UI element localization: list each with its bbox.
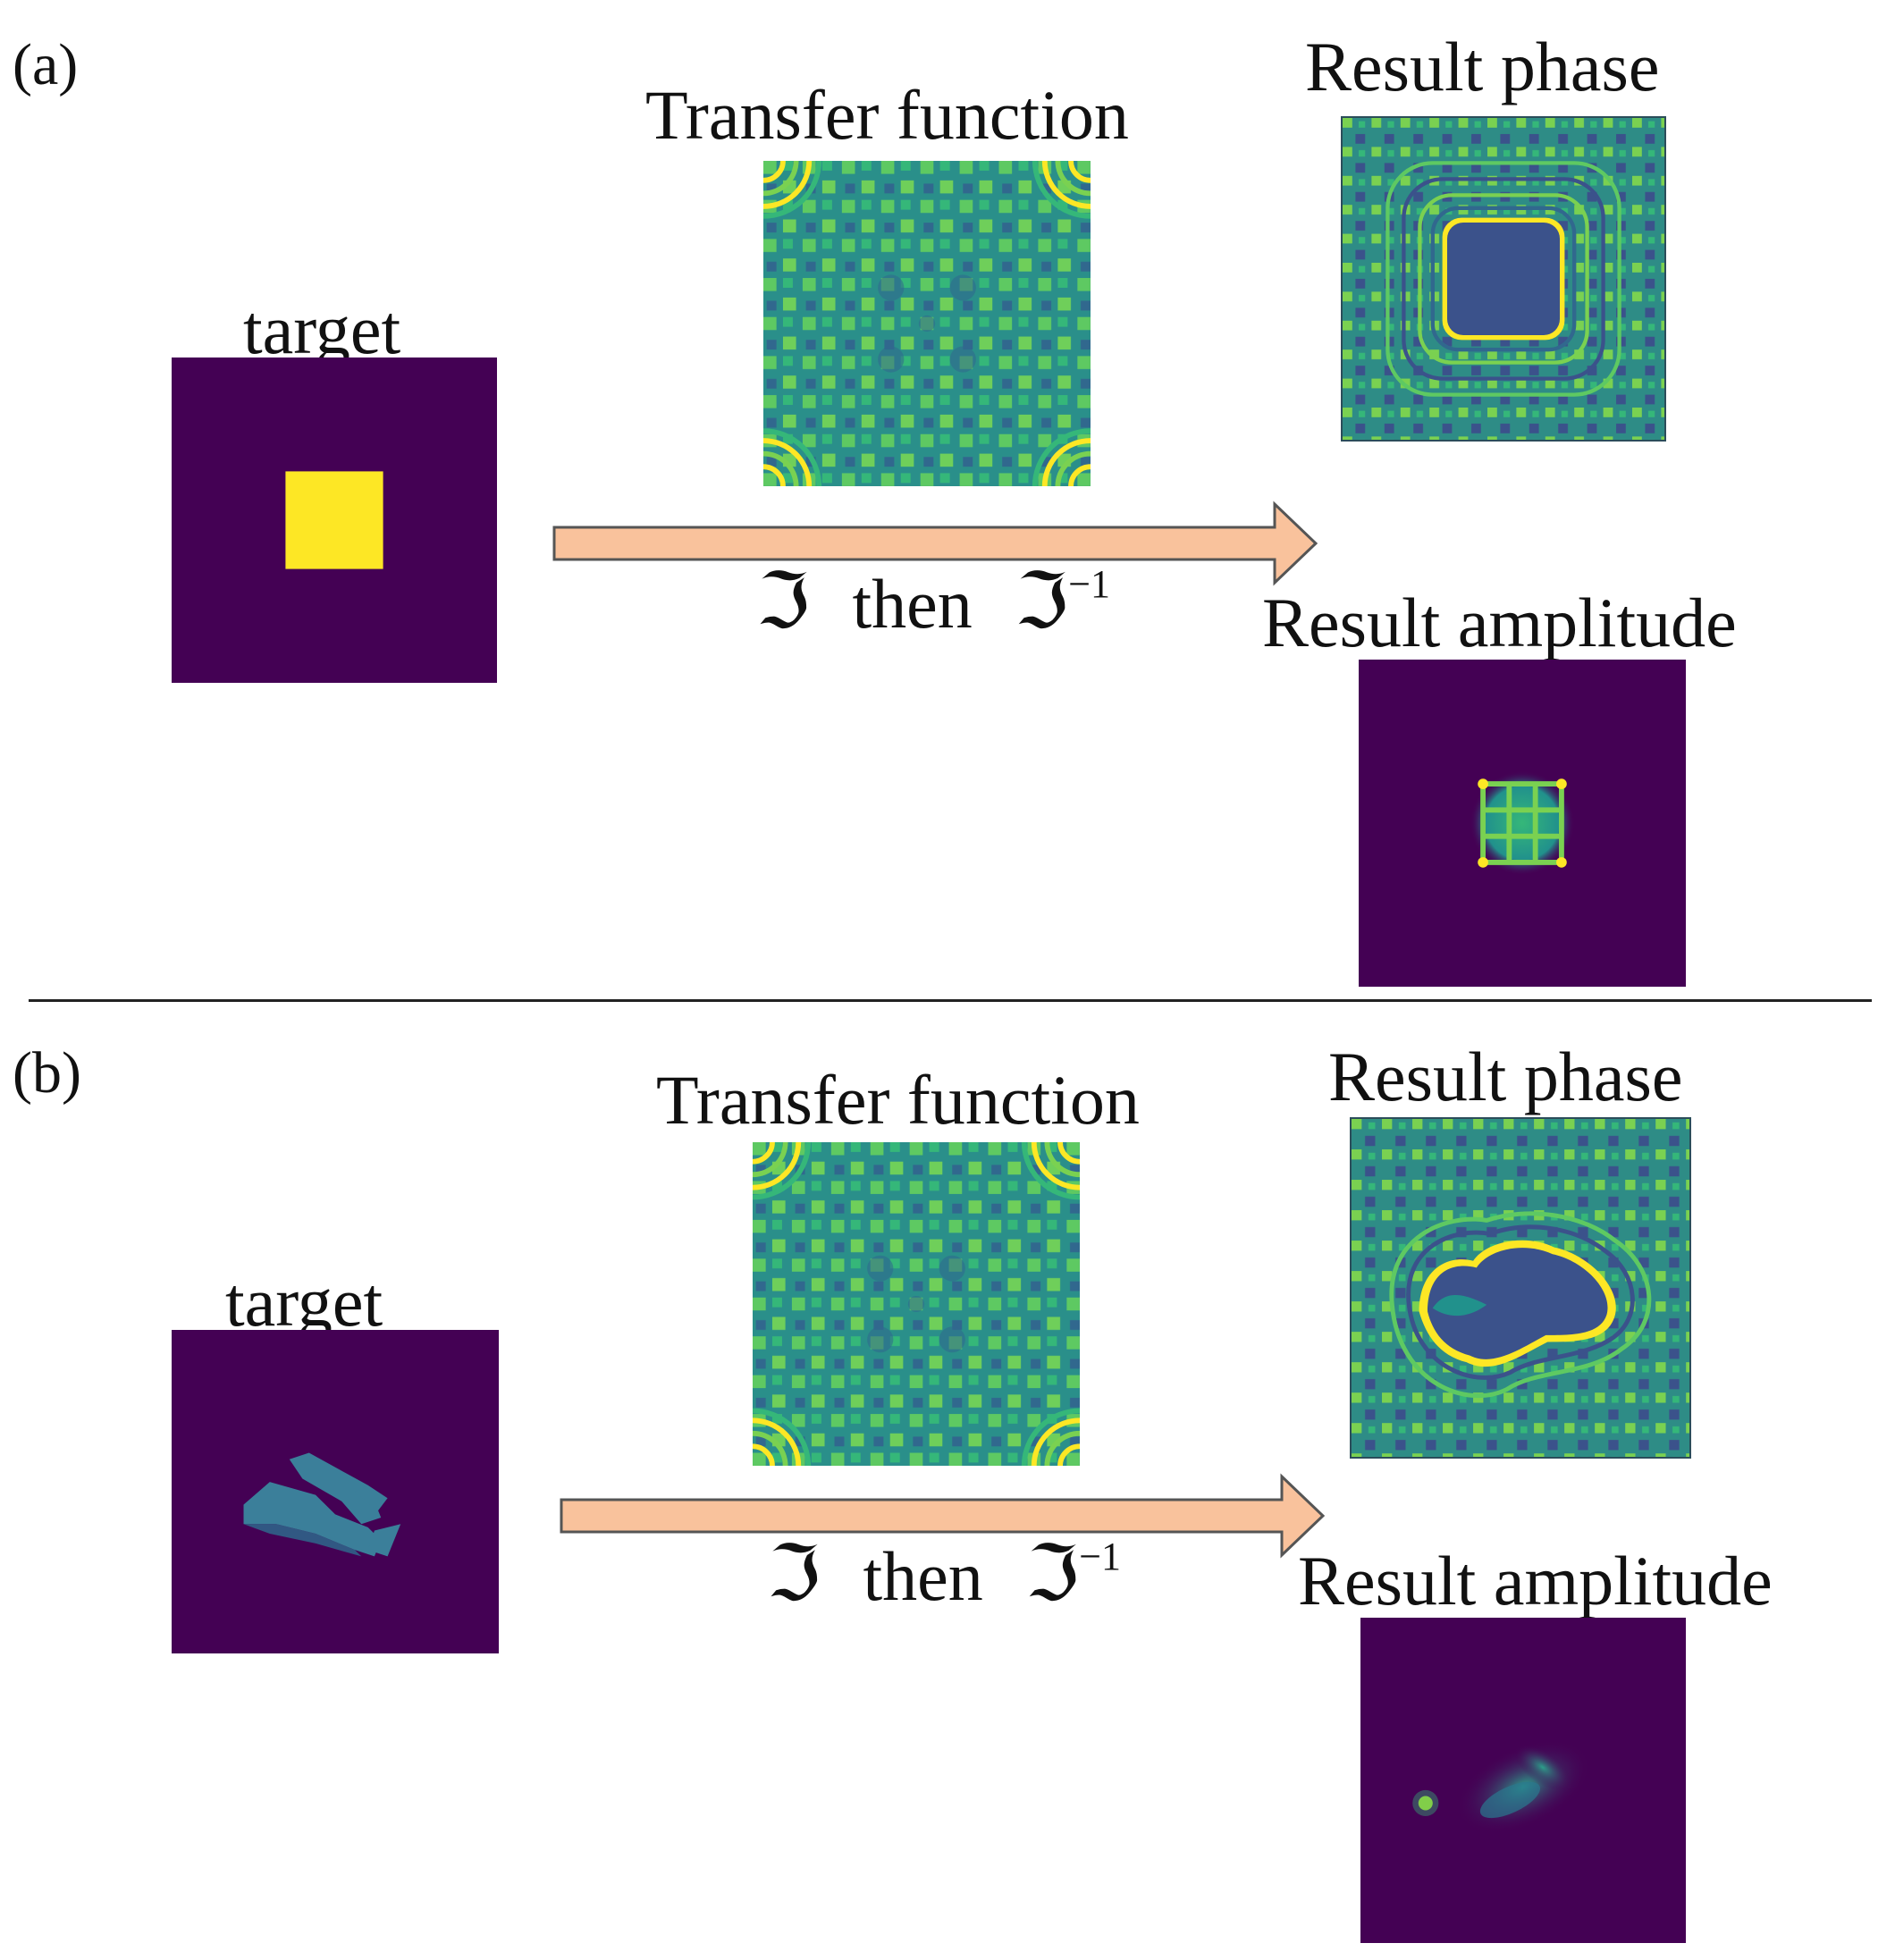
operation-word: then — [863, 1537, 983, 1615]
panel-b-transfer-image — [753, 1142, 1080, 1466]
panel-a-phase-image — [1341, 116, 1666, 442]
fourier-operator: ℑ — [756, 559, 810, 644]
panel-a-operation: ℑ then ℑ−1 — [756, 563, 1110, 640]
panel-b-target-image — [172, 1330, 499, 1653]
panel-a-target-image — [172, 358, 497, 683]
panel-a-transfer-title: Transfer function — [645, 76, 1129, 154]
panel-a-target-title: target — [243, 290, 401, 368]
panel-a-arrow — [552, 501, 1319, 586]
panel-divider — [29, 999, 1872, 1002]
panel-b-operation: ℑ then ℑ−1 — [767, 1535, 1121, 1612]
panel-a-transfer-image — [763, 161, 1091, 486]
panel-b-transfer-title: Transfer function — [656, 1061, 1140, 1139]
panel-b-target-title: target — [225, 1263, 383, 1341]
panel-b-phase-title: Result phase — [1328, 1038, 1683, 1115]
inverse-fourier-operator: ℑ — [1025, 1531, 1080, 1617]
panel-a-phase-title: Result phase — [1305, 28, 1660, 105]
fourier-operator: ℑ — [767, 1531, 821, 1617]
operation-word: then — [852, 565, 973, 643]
panel-b-amplitude-image — [1360, 1618, 1686, 1943]
inverse-exponent: −1 — [1079, 1535, 1122, 1578]
inverse-exponent: −1 — [1068, 562, 1111, 606]
panel-b-phase-image — [1350, 1117, 1691, 1459]
panel-a-label: (a) — [13, 32, 79, 97]
panel-b-label: (b) — [13, 1040, 81, 1106]
panel-b-amplitude-title: Result amplitude — [1298, 1542, 1773, 1619]
panel-a-amplitude-title: Result amplitude — [1262, 584, 1737, 661]
panel-a-amplitude-image — [1359, 660, 1686, 987]
panel-b-arrow — [560, 1473, 1326, 1559]
inverse-fourier-operator: ℑ — [1015, 559, 1069, 644]
